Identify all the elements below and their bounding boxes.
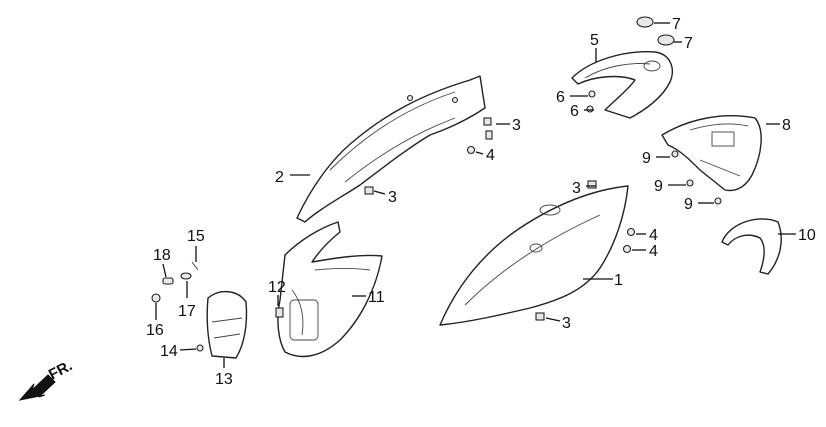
part-10-cover [721, 218, 782, 275]
callout-3a: 3 [512, 117, 521, 134]
callout-4a: 4 [486, 147, 495, 164]
callout-16: 16 [146, 322, 164, 339]
part-2-side-cover [296, 75, 486, 223]
callout-12: 12 [268, 279, 286, 296]
callout-14: 14 [160, 343, 178, 360]
callout-13: 13 [215, 371, 233, 388]
callout-15: 15 [187, 228, 205, 245]
callout-18: 18 [153, 247, 171, 264]
part-8-tail-light [661, 115, 762, 192]
callout-8: 8 [782, 117, 791, 134]
callout-6b: 6 [570, 103, 579, 120]
callout-10: 10 [798, 227, 816, 244]
callout-17: 17 [178, 303, 196, 320]
callout-9c: 9 [684, 196, 693, 213]
part-11-inner-cover [277, 221, 383, 358]
part-13-front-panel [206, 291, 248, 359]
callout-9b: 9 [654, 178, 663, 195]
callout-6a: 6 [556, 89, 565, 106]
callout-2: 2 [275, 169, 284, 186]
callout-3d: 3 [562, 315, 571, 332]
callout-1: 1 [614, 272, 623, 289]
callout-3c: 3 [572, 180, 581, 197]
callout-7b: 7 [684, 35, 693, 52]
callout-5: 5 [590, 32, 599, 49]
front-arrow-icon: FR. [18, 357, 75, 401]
leader-lines [155, 22, 796, 368]
callout-4c: 4 [649, 243, 658, 260]
callout-4b: 4 [649, 227, 658, 244]
part-1-body-cover [439, 185, 629, 326]
callout-7a: 7 [672, 16, 681, 33]
callout-3b: 3 [388, 189, 397, 206]
callout-9a: 9 [642, 150, 651, 167]
callout-11: 11 [368, 289, 385, 306]
hardware-items [151, 16, 722, 352]
callout-labels: 1 2 3 3 3 3 4 4 4 5 6 6 7 7 8 9 9 9 10 1… [146, 16, 816, 388]
part-5-grab-rail [571, 51, 673, 119]
